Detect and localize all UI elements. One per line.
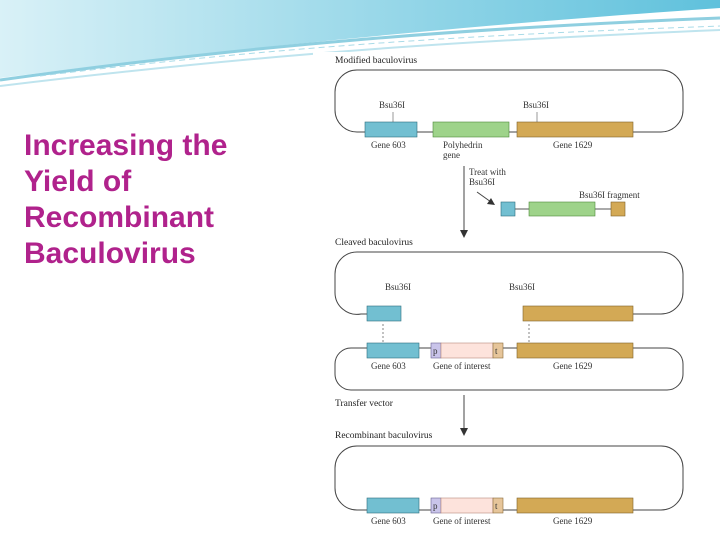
- label-recombinant-baculovirus: Recombinant baculovirus: [335, 431, 433, 441]
- tv-gene-1629-block: [516, 342, 634, 359]
- label-polyhedrin-line1: Polyhedrin: [443, 140, 483, 150]
- polyhedrin-gene-block: [432, 121, 510, 138]
- label-treat-line1: Treat with: [469, 167, 506, 177]
- site-bsu36i-left: Bsu36I: [379, 100, 405, 110]
- label-bsu36i-fragment: Bsu36I fragment: [579, 190, 640, 200]
- rb-label-gene-603: Gene 603: [371, 516, 406, 526]
- tv-terminator-label: t: [495, 346, 498, 356]
- cleaved-site-bsu36i-left: Bsu36I: [385, 282, 411, 292]
- rb-gene-603-block: [366, 497, 420, 514]
- rb-label-gene-of-interest: Gene of interest: [433, 516, 491, 526]
- fragment-gene-1629-end: [610, 201, 626, 217]
- transfer-vector-loop: [334, 347, 684, 391]
- tv-label-gene-1629: Gene 1629: [553, 361, 593, 371]
- label-gene-1629: Gene 1629: [553, 140, 593, 150]
- tv-promoter-label: p: [433, 346, 438, 356]
- rb-label-gene-1629: Gene 1629: [553, 516, 593, 526]
- rb-promoter-label: p: [433, 501, 438, 511]
- tv-gene-of-interest-block: [440, 342, 494, 359]
- label-modified-baculovirus: Modified baculovirus: [335, 55, 417, 66]
- fragment-polyhedrin: [528, 201, 596, 217]
- rb-gene-1629-block: [516, 497, 634, 514]
- baculovirus-figure: Modified baculovirus Bsu36I Bsu36I Gene …: [313, 52, 697, 540]
- gene-1629-block: [516, 121, 634, 138]
- slide-title: Increasing the Yield of Recombinant Bacu…: [24, 129, 228, 270]
- label-gene-603: Gene 603: [371, 140, 406, 150]
- tv-gene-603-block: [366, 342, 420, 359]
- gene-603-block: [364, 121, 418, 138]
- rb-terminator-block: [492, 497, 504, 514]
- cleaved-gene-603: [366, 305, 402, 322]
- tv-label-gene-of-interest: Gene of interest: [433, 361, 491, 371]
- label-cleaved-baculovirus: Cleaved baculovirus: [335, 238, 413, 248]
- label-treat-line2: Bsu36I: [469, 177, 495, 187]
- label-transfer-vector: Transfer vector: [335, 398, 394, 409]
- fragment-gene-603-end: [500, 201, 516, 217]
- cleaved-baculovirus-left-arc: [334, 251, 684, 315]
- site-bsu36i-right: Bsu36I: [523, 100, 549, 110]
- rb-terminator-label: t: [495, 501, 498, 511]
- rb-gene-of-interest-block: [440, 497, 494, 514]
- recombinant-baculovirus-loop: [334, 445, 684, 511]
- tv-terminator-block: [492, 342, 504, 359]
- cleaved-site-bsu36i-right: Bsu36I: [509, 282, 535, 292]
- header-swoosh-decoration: [0, 0, 720, 87]
- tv-label-gene-603: Gene 603: [371, 361, 406, 371]
- label-polyhedrin-line2: gene: [443, 150, 460, 160]
- cleaved-gene-1629: [522, 305, 634, 322]
